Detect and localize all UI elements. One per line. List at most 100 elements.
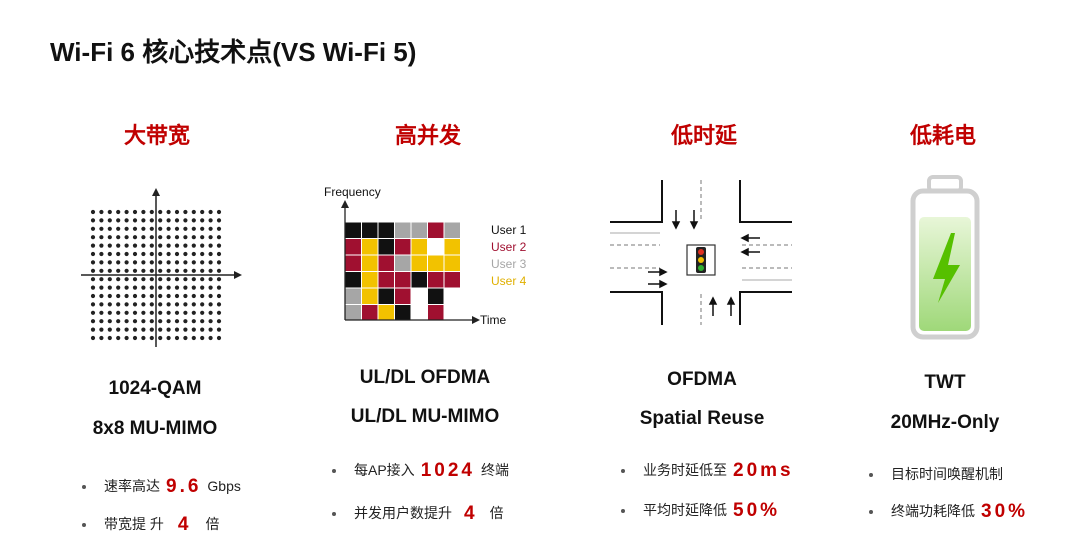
qam-point	[191, 293, 196, 299]
qam-point	[183, 268, 188, 273]
qam-point	[90, 277, 96, 282]
qam-point	[116, 209, 121, 215]
qam-point	[208, 251, 213, 257]
down-arrows-icon	[671, 210, 699, 230]
ofdma-resource-block	[361, 287, 379, 305]
qam-point	[116, 319, 121, 324]
qam-point	[174, 319, 180, 324]
qam-point	[99, 310, 104, 315]
ofdma-resource-block	[377, 287, 395, 305]
qam-point	[158, 277, 163, 282]
qam-point	[166, 310, 171, 315]
qam-point	[132, 268, 138, 273]
qam-point	[90, 209, 96, 215]
qam-point	[90, 310, 96, 315]
qam-point	[191, 235, 196, 240]
qam-point	[158, 319, 163, 324]
qam-point	[191, 260, 196, 265]
ofdma-resource-block	[344, 287, 362, 305]
qam-point	[174, 209, 180, 215]
qam-point	[90, 243, 96, 248]
qam-point	[158, 327, 163, 332]
qam-point	[158, 243, 163, 248]
qam-point	[124, 302, 129, 307]
qam-point	[90, 293, 96, 299]
page-title: Wi-Fi 6 核心技术点(VS Wi-Fi 5)	[50, 37, 417, 67]
qam-point	[107, 268, 112, 273]
qam-point	[183, 243, 188, 248]
qam-point	[132, 226, 138, 231]
qam-point	[99, 218, 104, 223]
qam-point	[200, 226, 205, 231]
qam-point	[183, 310, 188, 315]
heading-high-bandwidth: 大带宽	[123, 123, 190, 148]
ofdma-diagram	[341, 200, 480, 324]
qam-point	[107, 235, 112, 240]
qam-point	[107, 335, 112, 341]
qam-point	[174, 235, 180, 240]
qam-point	[124, 243, 129, 248]
qam-point	[90, 268, 96, 273]
qam-point	[149, 235, 154, 240]
qam-point	[107, 277, 112, 282]
qam-point	[191, 302, 196, 307]
left-arrows-icon	[740, 233, 760, 257]
qam-x-arrow	[234, 271, 242, 279]
qam-point	[107, 285, 112, 290]
qam-point	[99, 251, 104, 257]
ofdma-resource-block	[344, 238, 362, 256]
qam-point	[116, 335, 121, 341]
qam-point	[124, 251, 129, 257]
tech-ofdma: OFDMA	[667, 369, 737, 390]
qam-point	[216, 319, 222, 324]
qam-point	[141, 285, 146, 290]
qam-point	[208, 243, 213, 248]
ofdma-resource-block	[361, 254, 379, 272]
qam-point	[116, 235, 121, 240]
qam-point	[191, 310, 196, 315]
qam-point	[124, 319, 129, 324]
bullet-dot	[621, 509, 625, 514]
qam-point	[149, 327, 154, 332]
ofdma-resource-block	[427, 238, 445, 256]
qam-point	[166, 226, 171, 231]
bullet-item: 目标时间唤醒机制	[869, 464, 1003, 484]
qam-point	[107, 209, 112, 215]
qam-point	[90, 327, 96, 332]
qam-point	[191, 218, 196, 223]
qam-point	[166, 277, 171, 282]
qam-point	[191, 209, 196, 215]
qam-point	[183, 235, 188, 240]
qam-point	[99, 302, 104, 307]
qam-point	[149, 209, 154, 215]
ofdma-y-arrow	[341, 200, 349, 208]
bullet-dot	[869, 510, 873, 515]
qam-point	[149, 285, 154, 290]
qam-point	[158, 310, 163, 315]
qam-point	[158, 235, 163, 240]
heading-low-power: 低耗电	[909, 123, 976, 148]
qam-point	[166, 268, 171, 273]
legend-user-4: User 4	[491, 274, 527, 288]
qam-point	[90, 251, 96, 257]
qam-point	[149, 226, 154, 231]
qam-point	[124, 218, 129, 223]
ofdma-x-arrow	[472, 316, 480, 324]
qam-point	[90, 260, 96, 265]
ofdma-resource-block	[394, 271, 412, 289]
ofdma-resource-block	[410, 271, 428, 289]
qam-point	[149, 302, 154, 307]
tech-mu-mimo: 8x8 MU-MIMO	[92, 418, 218, 439]
qam-point	[200, 243, 205, 248]
qam-point	[132, 243, 138, 248]
qam-point	[183, 335, 188, 341]
qam-point	[90, 235, 96, 240]
ofdma-resource-block	[427, 304, 445, 322]
qam-point	[200, 310, 205, 315]
qam-point	[166, 327, 171, 332]
qam-point	[116, 260, 121, 265]
qam-point	[158, 285, 163, 290]
qam-point	[116, 302, 121, 307]
